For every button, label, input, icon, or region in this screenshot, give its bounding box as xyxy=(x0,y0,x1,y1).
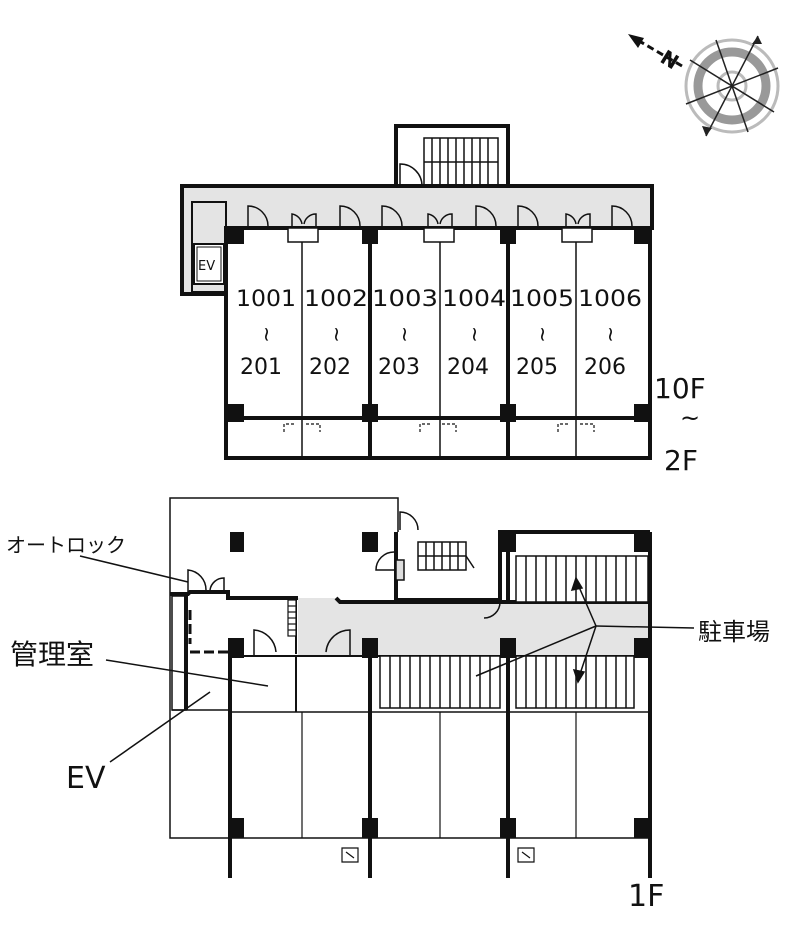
compass: N xyxy=(628,34,780,137)
unit-label-bottom: 205 xyxy=(516,355,558,380)
ground-elevator xyxy=(171,595,230,711)
upper-columns xyxy=(228,226,650,422)
ground-outer-boundary xyxy=(169,592,650,839)
unit-label-bottom: 202 xyxy=(309,355,351,380)
ground-bay-lines xyxy=(301,712,577,838)
upper-stair-treads xyxy=(424,138,498,188)
unit-range-mark: ~ xyxy=(393,326,417,343)
unit-range-mark: ~ xyxy=(599,326,623,343)
upper-stair-door-icon xyxy=(399,163,423,188)
upper-unit-labels: 1001 1002 1003 1004 1005 1006 ~ ~ ~ ~ ~ … xyxy=(236,287,642,380)
ground-utility-marks xyxy=(287,599,535,863)
ground-doors xyxy=(187,511,501,656)
unit-range-mark: ~ xyxy=(531,326,555,343)
ground-corridor xyxy=(298,598,650,656)
floor-range-mark: ~ xyxy=(680,404,700,432)
unit-label-top: 1003 xyxy=(372,287,438,312)
ground-entrance-hall xyxy=(169,497,399,592)
north-arrow-icon xyxy=(628,34,683,68)
unit-label-top: 1005 xyxy=(510,287,574,312)
unit-range-mark: ~ xyxy=(255,326,279,343)
compass-north-label: N xyxy=(656,45,683,74)
parking-label: 駐車場 xyxy=(698,618,770,646)
upper-stair-tower xyxy=(394,124,510,190)
unit-label-bottom: 204 xyxy=(447,355,489,380)
ground-columns xyxy=(228,532,650,838)
ground-elevator-label: EV xyxy=(66,761,106,796)
upper-meter-boxes xyxy=(287,213,593,243)
management-room-label: 管理室 xyxy=(10,638,94,671)
upper-elevator: EV xyxy=(193,243,225,285)
unit-label-bottom: 206 xyxy=(584,355,626,380)
unit-label-bottom: 203 xyxy=(378,355,420,380)
ground-callouts xyxy=(79,555,695,763)
ground-labels: オートロック 管理室 EV 駐車場 1F xyxy=(6,533,770,914)
ground-floor-plan xyxy=(169,497,652,878)
ground-floor-label: 1F xyxy=(628,879,664,914)
parking-stalls-lower xyxy=(379,655,635,709)
upper-balcony-units xyxy=(283,423,595,432)
upper-unit-doors xyxy=(247,205,633,227)
unit-label-top: 1006 xyxy=(578,287,642,312)
unit-label-top: 1004 xyxy=(442,287,506,312)
unit-label-bottom: 201 xyxy=(240,355,282,380)
compass-rose-icon xyxy=(684,35,780,137)
unit-range-mark: ~ xyxy=(463,326,487,343)
floor-range-bottom: 2F xyxy=(664,444,698,477)
upper-floor-range: 10F ~ 2F xyxy=(654,372,706,477)
unit-label-top: 1001 xyxy=(236,287,296,312)
ground-stairs xyxy=(395,541,475,581)
upper-floor-plan: EV xyxy=(180,124,654,460)
upper-elevator-label: EV xyxy=(198,259,215,274)
floor-range-top: 10F xyxy=(654,372,706,405)
unit-range-mark: ~ xyxy=(325,326,349,343)
unit-label-top: 1002 xyxy=(304,287,368,312)
autolock-label: オートロック xyxy=(6,533,126,557)
parking-arrows xyxy=(475,576,597,684)
